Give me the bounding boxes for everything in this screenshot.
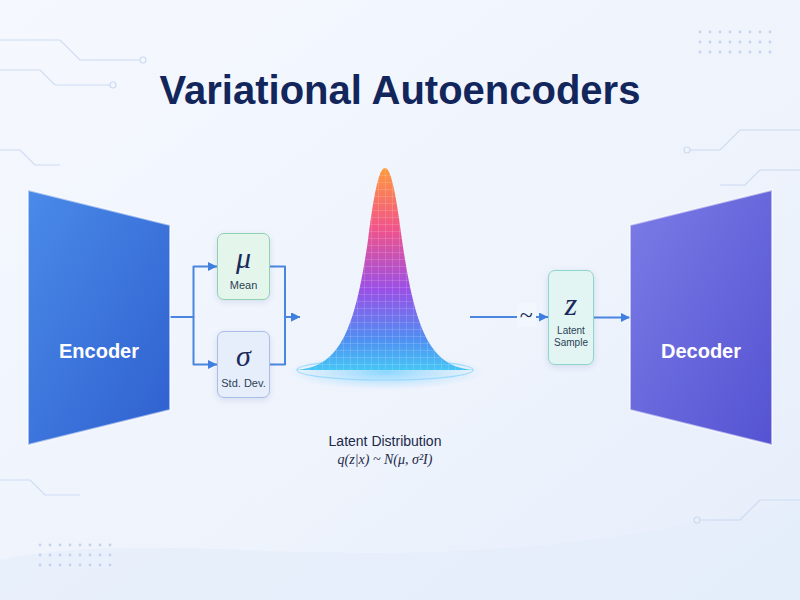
node-title: σ <box>236 339 251 374</box>
flow-arrow <box>594 317 630 319</box>
encoder-shape <box>28 190 170 445</box>
flow-arrow <box>170 317 217 365</box>
node-title: Encoder <box>59 340 139 363</box>
node-subtitle: Std. Dev. <box>221 377 265 390</box>
flow-arrow <box>270 317 300 365</box>
diagram-title: Variational Autoencoders <box>0 68 800 113</box>
flow-arrow <box>170 267 217 318</box>
latent-sample-box: zLatent Sample <box>548 270 594 365</box>
node-subtitle: Latent Sample <box>552 325 590 349</box>
node-title: Decoder <box>661 340 741 363</box>
node-title: Latent Distribution <box>329 433 442 449</box>
latent-distribution: Latent Distribution q(z|x) ~ N(μ, σ²I) <box>300 165 470 475</box>
node-subtitle: Mean <box>230 279 258 292</box>
node-title: z <box>565 286 577 323</box>
flow-arrow <box>470 316 548 318</box>
flow-arrow <box>270 267 300 318</box>
decoder-block: Decoder <box>630 190 772 445</box>
std-box: σStd. Dev. <box>217 331 270 398</box>
encoder-block: Encoder <box>28 190 170 445</box>
decoder-shape <box>630 190 772 445</box>
edge-label: ~ <box>517 303 536 327</box>
mean-box: μMean <box>217 233 270 300</box>
node-title: μ <box>236 241 251 276</box>
node-subtitle: q(z|x) ~ N(μ, σ²I) <box>338 452 433 469</box>
